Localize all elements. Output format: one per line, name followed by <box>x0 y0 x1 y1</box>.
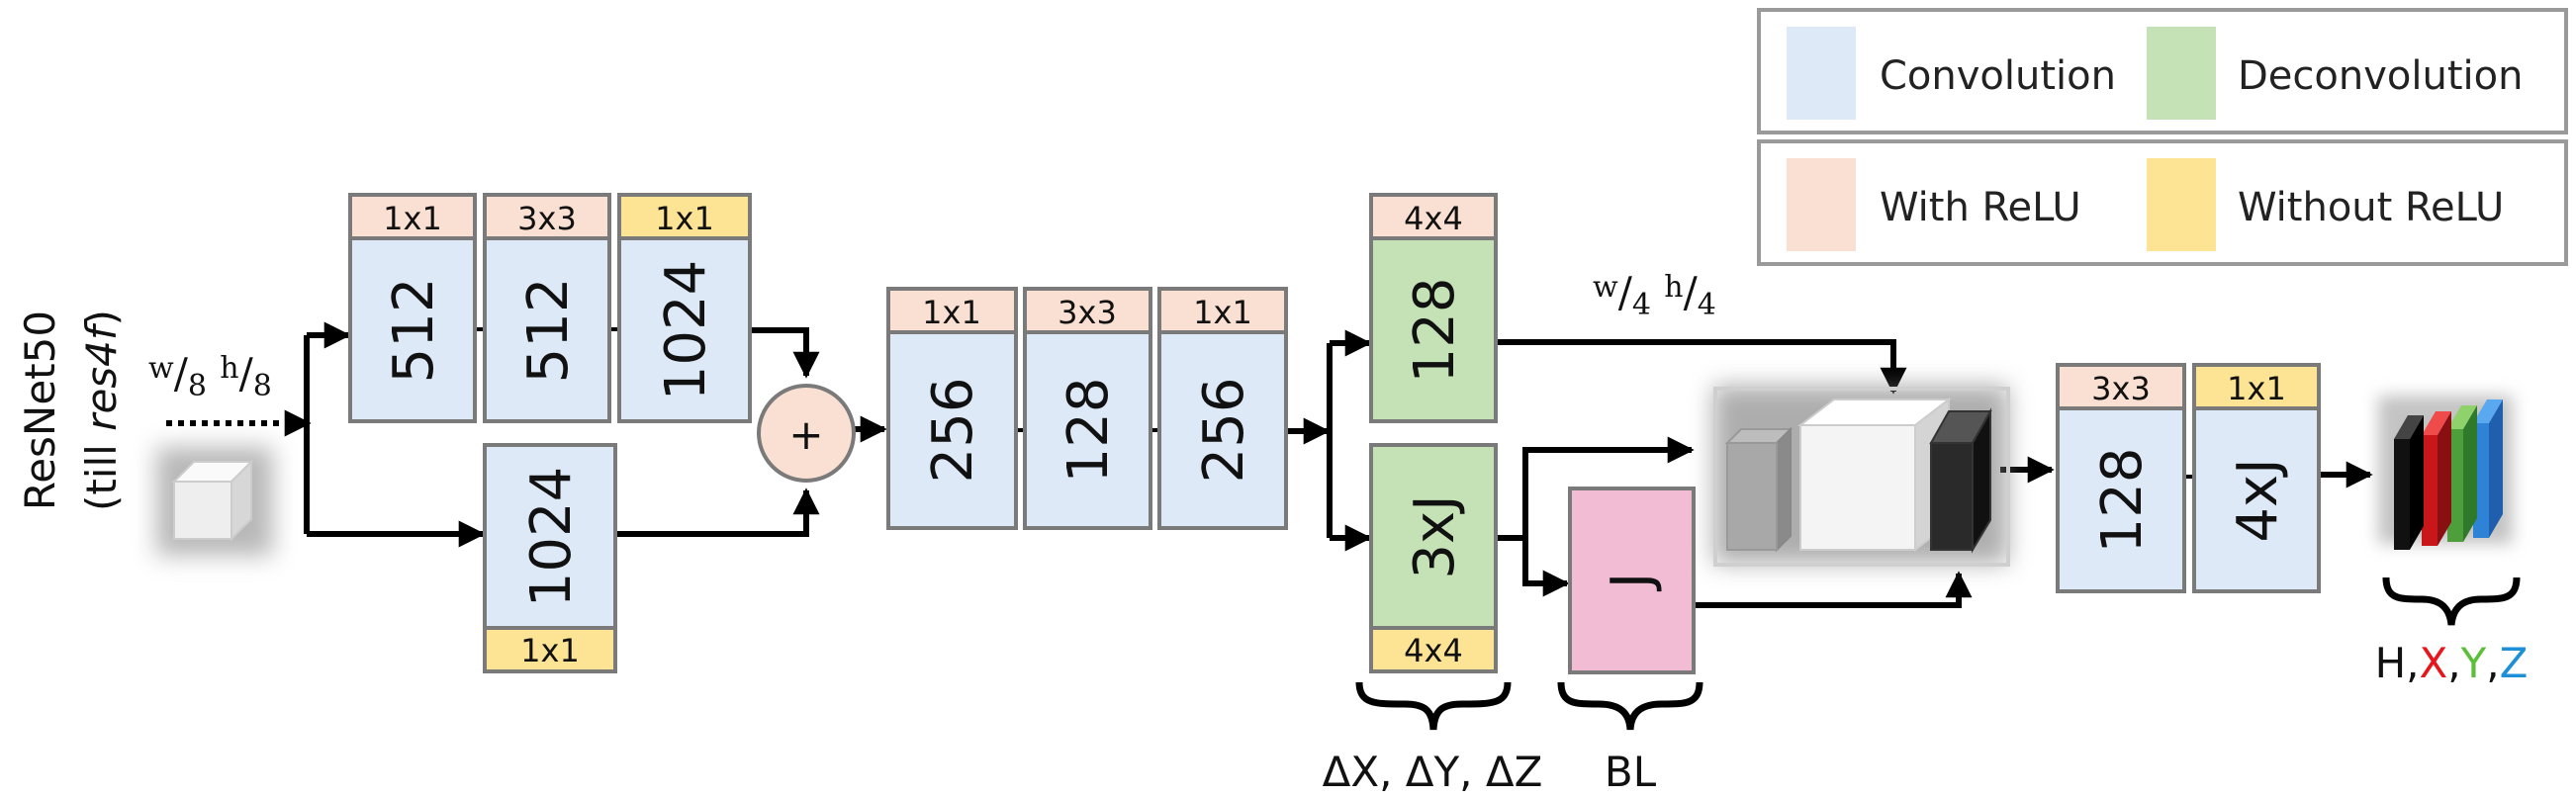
concat-cube-white <box>1797 397 1952 553</box>
legend-swatch-without-relu <box>2147 158 2216 251</box>
legend-swatch-with-relu <box>1787 158 1856 251</box>
legend-label-with-relu: With ReLU <box>1880 185 2081 230</box>
add-node: + <box>757 384 856 483</box>
legend-swatch-convolution <box>1787 27 1856 120</box>
add-symbol: + <box>788 410 823 459</box>
middle-conv-1 <box>886 330 1018 530</box>
final-conv-2 <box>2192 406 2321 593</box>
deconv-bottom-kernel: 4x4 <box>1404 632 1463 669</box>
deconv-top-channels: 128 <box>1403 278 1467 384</box>
output-slab-red <box>2422 411 2451 546</box>
top-branch: 1x1 512 3x3 512 1x1 1024 <box>348 193 752 423</box>
middle-conv-3 <box>1157 330 1288 530</box>
add-circle <box>757 384 856 483</box>
skip-branch-kernel-bg <box>483 626 617 673</box>
skip-branch: 1024 1x1 <box>483 443 617 673</box>
top-branch-kernel-2: 3x3 <box>517 200 577 237</box>
middle-channels-1: 256 <box>921 378 985 484</box>
middle-kernel-1: 1x1 <box>922 294 981 331</box>
brace-delta <box>1355 681 1512 731</box>
input-cube <box>171 459 254 542</box>
middle-block: 1x1 256 3x3 128 1x1 256 <box>886 287 1288 530</box>
brace-output <box>2382 576 2521 626</box>
middle-kernel-2: 3x3 <box>1058 294 1117 331</box>
output-slab-blue <box>2473 399 2503 538</box>
concat-cube-black <box>1929 407 1992 554</box>
input-title: ResNet50 <box>16 310 64 510</box>
final-conv-1 <box>2056 406 2186 593</box>
deconv-bottom-channels: 3xJ <box>1403 494 1467 578</box>
final-channels-1: 128 <box>2090 448 2155 554</box>
top-branch-conv-1 <box>348 236 477 423</box>
middle-kernel-3: 1x1 <box>1193 294 1252 331</box>
legend-label-deconvolution: Deconvolution <box>2238 53 2523 99</box>
joint-block-label: J <box>1600 573 1664 592</box>
input-resolution-label: w/8 h/8 <box>148 349 272 403</box>
output-stack <box>2378 396 2513 550</box>
brace-label-bl: BL <box>1605 748 1657 796</box>
legend-swatch-deconvolution <box>2147 27 2216 120</box>
middle-kernel-bg-3 <box>1157 287 1288 334</box>
deconv-bottom: 3xJ 4x4 <box>1369 443 1498 673</box>
input-subtitle: (till res4f) <box>77 310 126 511</box>
middle-channels-2: 128 <box>1057 378 1121 484</box>
top-branch-kernel-1: 1x1 <box>383 200 442 237</box>
legend-box-bottom <box>1757 139 2568 266</box>
middle-channels-3: 256 <box>1192 378 1256 484</box>
skip-branch-conv <box>483 443 617 630</box>
deconv-bottom-block <box>1369 443 1498 630</box>
joint-block: J <box>1568 487 1696 674</box>
brace-bl <box>1557 681 1703 731</box>
final-kernel-1: 3x3 <box>2091 370 2151 407</box>
top-branch-channels-3: 1024 <box>654 260 718 401</box>
concat-cube-gray <box>1724 426 1794 553</box>
final-kernel-bg-2 <box>2192 363 2321 410</box>
deconv-top: 4x4 128 <box>1369 193 1498 423</box>
skip-branch-kernel: 1x1 <box>520 632 580 669</box>
legend: Convolution Deconvolution With ReLU With… <box>1757 8 2568 266</box>
output-slab-green <box>2447 405 2477 542</box>
middle-kernel-bg-2 <box>1023 287 1152 334</box>
top-branch-kernel-3: 1x1 <box>655 200 714 237</box>
final-block: 3x3 128 1x1 4xJ <box>2056 363 2321 593</box>
braces <box>1355 576 2521 731</box>
top-branch-conv-2 <box>483 236 611 423</box>
final-kernel-2: 1x1 <box>2227 370 2286 407</box>
deconv-top-block <box>1369 236 1498 423</box>
top-branch-channels-2: 512 <box>516 278 581 384</box>
input-section: ResNet50 (till res4f) w/8 h/8 <box>16 310 273 556</box>
deconv-bottom-kernel-bg <box>1369 626 1498 673</box>
final-channels-2: 4xJ <box>2226 458 2290 542</box>
middle-conv-2 <box>1023 330 1152 530</box>
top-branch-kernel-bg-3 <box>617 193 752 240</box>
legend-box-top <box>1757 8 2568 134</box>
top-branch-conv-3 <box>617 236 752 423</box>
output-label: H,X,Y,Z <box>2375 639 2529 687</box>
joint-block-rect <box>1568 487 1696 674</box>
concat-frame <box>1713 387 2010 567</box>
deconv-top-kernel: 4x4 <box>1404 200 1463 237</box>
brace-label-delta: ΔX, ΔY, ΔZ <box>1323 748 1543 796</box>
skip-branch-channels: 1024 <box>519 467 584 608</box>
legend-label-without-relu: Without ReLU <box>2238 185 2504 230</box>
concat-volume <box>1713 386 2010 567</box>
upsample-resolution-label: w/4 h/4 <box>1593 268 1716 322</box>
top-branch-channels-1: 512 <box>382 278 446 384</box>
top-branch-kernel-bg-2 <box>483 193 611 240</box>
legend-label-convolution: Convolution <box>1880 53 2116 99</box>
output-slab-black <box>2394 415 2424 550</box>
